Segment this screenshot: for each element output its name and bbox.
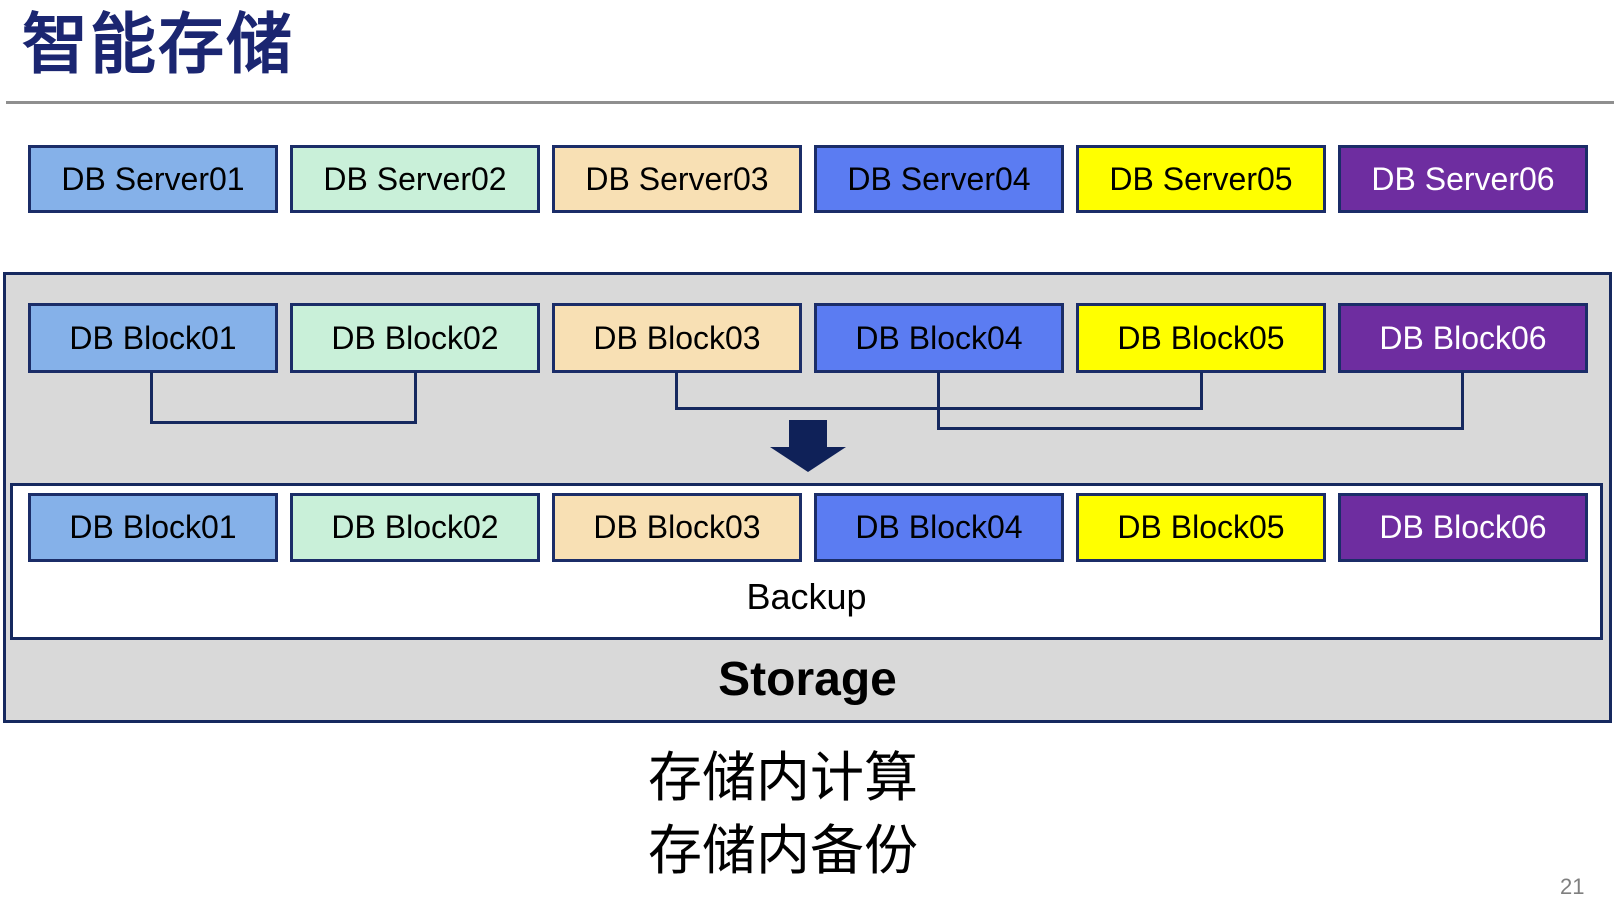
storage-label: Storage [718,653,897,706]
caption-line-1: 存储内计算 [648,748,918,808]
block-box-03: DB Block03 [552,303,802,373]
server-box-04: DB Server04 [814,145,1064,213]
slide-title: 智能存储 [22,7,294,81]
block-box-02: DB Block02 [290,303,540,373]
server-box-05: DB Server05 [1076,145,1326,213]
server-box-02: DB Server02 [290,145,540,213]
block-box-04: DB Block04 [814,303,1064,373]
backup-block-box-01: DB Block01 [28,493,278,562]
title-divider [6,101,1614,104]
down-arrow-icon [770,420,846,472]
backup-label: Backup [746,576,867,617]
block-box-05: DB Block05 [1076,303,1326,373]
server-box-01: DB Server01 [28,145,278,213]
backup-block-box-02: DB Block02 [290,493,540,562]
block-box-06: DB Block06 [1338,303,1588,373]
backup-block-box-04: DB Block04 [814,493,1064,562]
backup-block-box-06: DB Block06 [1338,493,1588,562]
server-box-06: DB Server06 [1338,145,1588,213]
page-number: 21 [1560,874,1585,899]
caption-line-2: 存储内备份 [648,821,918,881]
caption-text: 存储内计算 存储内备份 [648,742,918,888]
block-box-01: DB Block01 [28,303,278,373]
backup-block-box-03: DB Block03 [552,493,802,562]
server-box-03: DB Server03 [552,145,802,213]
backup-block-box-05: DB Block05 [1076,493,1326,562]
